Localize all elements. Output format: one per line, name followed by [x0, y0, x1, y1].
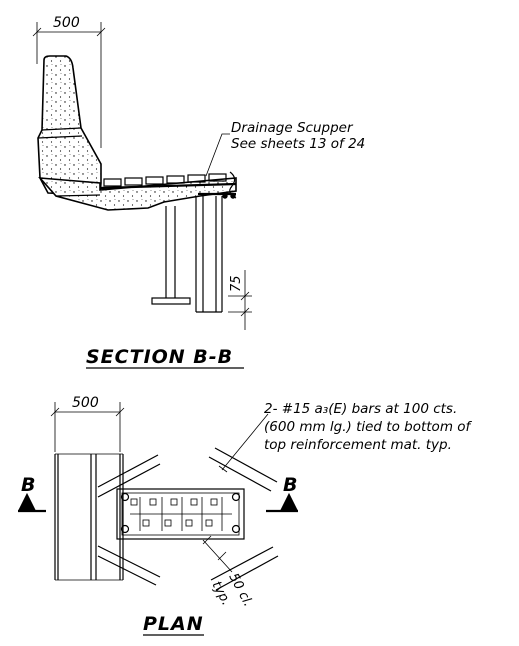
scupper-downpipe — [195, 192, 236, 313]
section-dim-500-label: 500 — [53, 15, 80, 31]
diagonal-bars-right — [208, 447, 279, 591]
reinforcement-note-line-3: top reinforcement mat. typ. — [264, 437, 452, 453]
clearance-dim-label: 50 cl. — [225, 571, 255, 609]
scupper-note-line-1: Drainage Scupper — [231, 120, 354, 136]
plan-dimension-500: 500 — [50, 395, 125, 452]
reinforcement-note-line-1: 2- #15 a₃(E) bars at 100 cts. — [264, 401, 457, 417]
cut-label-left: B — [21, 474, 35, 496]
section-title: SECTION B-B — [86, 346, 233, 368]
reinforcement-note-line-2: (600 mm lg.) tied to bottom of — [264, 419, 473, 435]
section-dimension-500: 500 — [32, 15, 106, 148]
plan-barrier — [54, 453, 124, 581]
scupper-plan-box — [116, 488, 245, 540]
plan-title-group: PLAN — [143, 613, 204, 636]
cut-label-right: B — [283, 474, 297, 496]
plan-title: PLAN — [143, 613, 204, 635]
plan-view: 500 — [18, 395, 473, 636]
section-cut-marker-left: B — [18, 474, 46, 513]
scupper-callout: Drainage Scupper See sheets 13 of 24 — [205, 120, 365, 177]
reinforcement-callout: 2- #15 a₃(E) bars at 100 cts. (600 mm lg… — [218, 401, 473, 473]
plan-dim-500-label: 500 — [72, 395, 99, 411]
barrier-wall — [37, 55, 102, 196]
steel-girder — [151, 206, 191, 305]
section-title-group: SECTION B-B — [86, 346, 244, 369]
section-cut-marker-right: B — [266, 474, 298, 513]
section-view: 500 — [32, 15, 365, 369]
scupper-note-line-2: See sheets 13 of 24 — [231, 136, 365, 152]
diagonal-bars-left — [97, 454, 161, 586]
section-dimension-75: 75 — [228, 270, 252, 330]
section-dim-75-label: 75 — [229, 275, 244, 292]
